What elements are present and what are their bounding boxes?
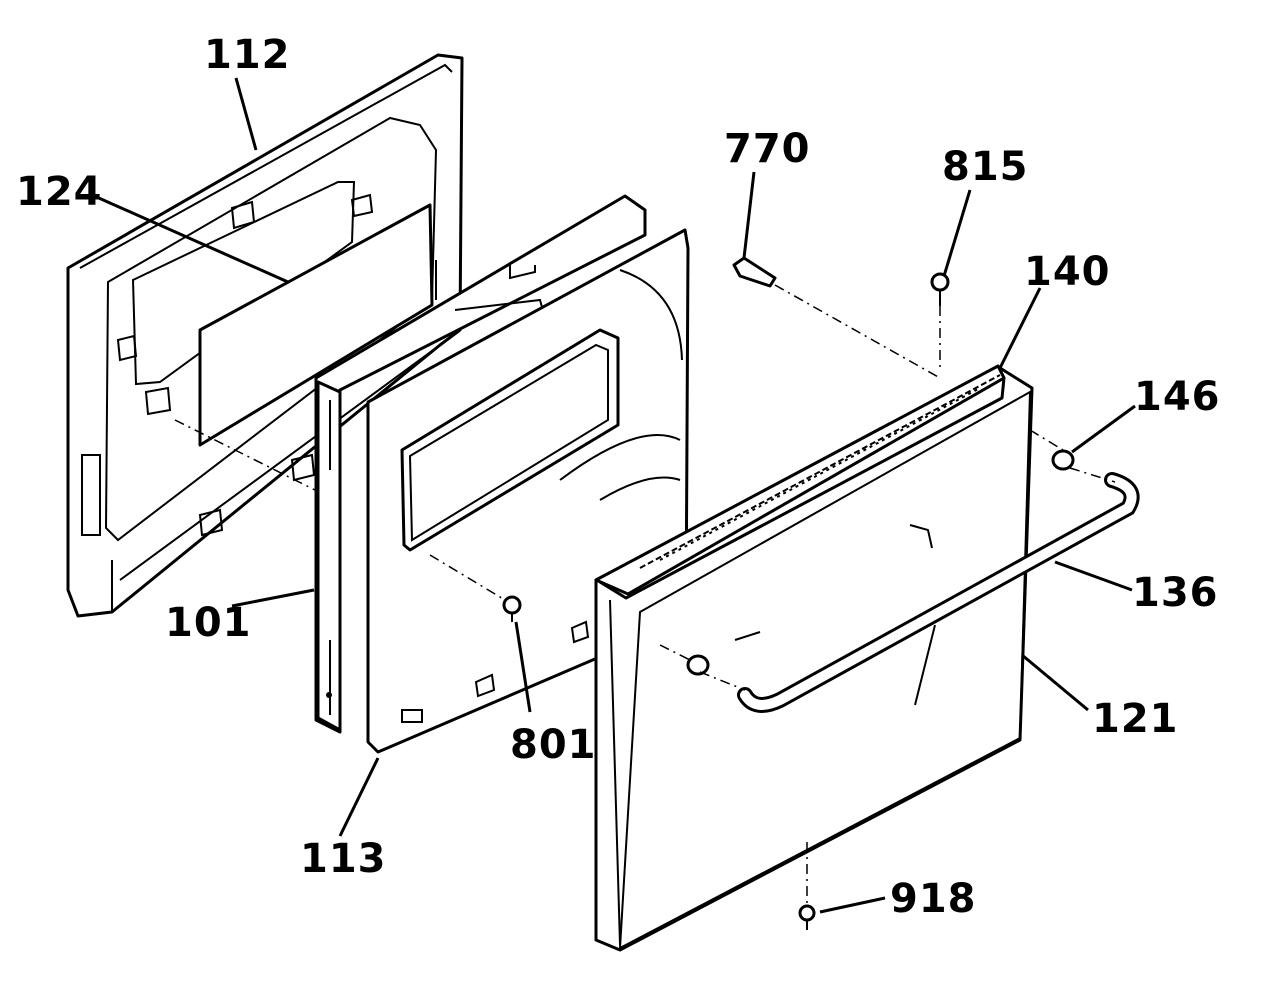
part-labels: 112 124 101 113 801 770 815 140 146 136 … xyxy=(16,32,1221,922)
label-121: 121 xyxy=(1092,696,1179,742)
label-124: 124 xyxy=(16,169,103,215)
label-136: 136 xyxy=(1132,570,1219,616)
door-spacer-frame-101 xyxy=(314,194,647,734)
leader-lines xyxy=(91,77,1136,914)
label-101: 101 xyxy=(165,600,252,646)
vent-trim-140 xyxy=(594,364,1006,596)
vent-slots xyxy=(639,374,1001,569)
label-815: 815 xyxy=(942,144,1029,190)
door-handle-136 xyxy=(737,472,1140,713)
window-glass-124 xyxy=(198,203,434,447)
label-113: 113 xyxy=(300,836,387,882)
label-112: 112 xyxy=(204,32,291,78)
label-146: 146 xyxy=(1134,374,1221,420)
alignment-lines xyxy=(174,284,1116,905)
label-918: 918 xyxy=(890,876,977,922)
label-770: 770 xyxy=(724,126,811,172)
screw-815 xyxy=(930,272,950,306)
screw-770 xyxy=(732,256,777,288)
screw-801 xyxy=(502,595,522,622)
label-801: 801 xyxy=(510,722,597,768)
spacer-inner xyxy=(686,654,710,676)
screw-918 xyxy=(798,904,816,930)
spacer-146 xyxy=(1051,449,1075,471)
label-140: 140 xyxy=(1024,249,1111,295)
